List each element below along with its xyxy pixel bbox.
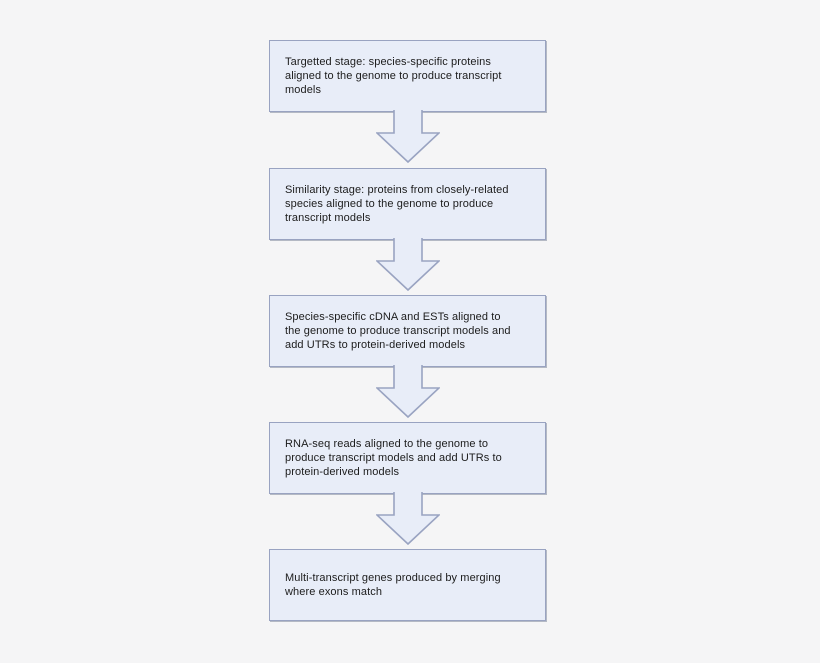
flow-step-cdna-ests: Species-specific cDNA and ESTs aligned t… (269, 295, 546, 367)
flow-step-label: Targetted stage: species-specific protei… (285, 55, 502, 97)
down-arrow-icon (376, 110, 440, 164)
flow-step-rna-seq: RNA-seq reads aligned to the genome to p… (269, 422, 546, 494)
flow-step-targetted-stage: Targetted stage: species-specific protei… (269, 40, 546, 112)
down-arrow-icon (376, 238, 440, 292)
flow-step-label: Similarity stage: proteins from closely-… (285, 183, 509, 225)
down-arrow-icon (376, 365, 440, 419)
flow-step-merge-genes: Multi-transcript genes produced by mergi… (269, 549, 546, 621)
flow-step-label: Species-specific cDNA and ESTs aligned t… (285, 310, 511, 352)
down-arrow-icon (376, 492, 440, 546)
flow-step-label: Multi-transcript genes produced by mergi… (285, 571, 501, 598)
flow-step-similarity-stage: Similarity stage: proteins from closely-… (269, 168, 546, 240)
flow-step-label: RNA-seq reads aligned to the genome to p… (285, 437, 502, 479)
